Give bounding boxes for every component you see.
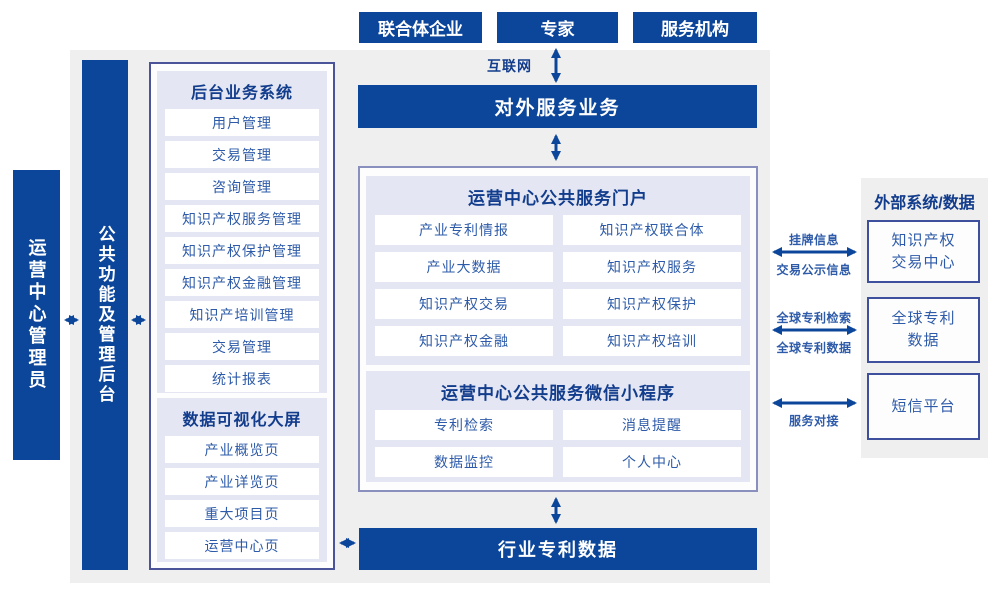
list-item: 用户管理 — [165, 109, 319, 136]
list-item: 产业专利情报 — [375, 215, 553, 245]
portal-title: 运营中心公共服务门户 — [468, 189, 648, 208]
external-system-sms-platform: 短信平台 — [867, 373, 980, 440]
list-item: 产业概览页 — [165, 436, 319, 463]
external-service-bar: 对外服务业务 — [358, 85, 757, 128]
list-item: 交易管理 — [165, 333, 319, 360]
backend-system-items: 用户管理 交易管理 咨询管理 知识产权服务管理 知识产权保护管理 知识产权金融管… — [157, 109, 327, 392]
external-service-bar-label: 对外服务业务 — [494, 98, 621, 119]
public-function-backend-label: 公共功能及管理后台 — [95, 225, 115, 405]
list-item: 运营中心页 — [165, 532, 319, 559]
list-item: 知识产权培训 — [563, 326, 741, 356]
list-item: 知识产权保护管理 — [165, 237, 319, 264]
list-item: 重大项目页 — [165, 500, 319, 527]
data-visualization-panel: 数据可视化大屏 产业概览页 产业详览页 重大项目页 运营中心页 — [157, 398, 327, 562]
list-item: 知识产权交易 — [375, 289, 553, 319]
backend-system-title: 后台业务系统 — [190, 85, 293, 102]
industry-patent-data-bar: 行业专利数据 — [359, 528, 757, 570]
external-system-ip-trading-center: 知识产权 交易中心 — [867, 220, 980, 283]
link-label-trade-publicity-info: 交易公示信息 — [776, 263, 852, 277]
list-item: 产业详览页 — [165, 468, 319, 495]
link-label-listing-info: 挂牌信息 — [788, 233, 839, 247]
operation-center-admin-label: 运营中心管理员 — [26, 238, 47, 392]
list-item: 知识产权金融 — [375, 326, 553, 356]
backend-system-panel: 后台业务系统 用户管理 交易管理 咨询管理 知识产权服务管理 知识产权保护管理 … — [157, 71, 327, 393]
actor-box-consortium-enterprise: 联合体企业 — [359, 12, 482, 43]
list-item: 知识产权保护 — [563, 289, 741, 319]
wechat-miniprogram-panel: 运营中心公共服务微信小程序 专利检索 消息提醒 数据监控 个人中心 — [366, 371, 750, 482]
list-item: 知识产权金融管理 — [165, 269, 319, 296]
industry-patent-data-label: 行业专利数据 — [498, 540, 618, 560]
operation-center-admin-bar: 运营中心管理员 — [13, 170, 60, 460]
external-systems-panel: 外部系统/数据 知识产权 交易中心 全球专利 数据 短信平台 — [861, 178, 988, 458]
actor-label: 专家 — [540, 20, 575, 39]
list-item: 交易管理 — [165, 141, 319, 168]
public-service-portal-panel: 运营中心公共服务门户 产业专利情报 知识产权联合体 产业大数据 知识产权服务 知… — [366, 176, 750, 365]
list-item: 数据监控 — [375, 447, 553, 477]
list-item: 专利检索 — [375, 410, 553, 440]
portal-items: 产业专利情报 知识产权联合体 产业大数据 知识产权服务 知识产权交易 知识产权保… — [366, 215, 750, 356]
actor-label: 服务机构 — [661, 20, 729, 39]
link-label-global-patent-search: 全球专利检索 — [776, 311, 852, 325]
list-item: 知识产权联合体 — [563, 215, 741, 245]
link-label-service-docking: 服务对接 — [788, 414, 839, 428]
list-item: 消息提醒 — [563, 410, 741, 440]
external-systems-title: 外部系统/数据 — [874, 195, 975, 212]
actor-label: 联合体企业 — [378, 20, 463, 39]
miniprogram-title: 运营中心公共服务微信小程序 — [441, 384, 675, 403]
internet-label: 互联网 — [487, 58, 532, 74]
public-function-backend-bar: 公共功能及管理后台 — [82, 60, 128, 570]
miniprogram-items: 专利检索 消息提醒 数据监控 个人中心 — [366, 410, 750, 477]
list-item: 个人中心 — [563, 447, 741, 477]
list-item: 知识产权服务 — [563, 252, 741, 282]
list-item: 知识产培训管理 — [165, 301, 319, 328]
actor-box-expert: 专家 — [497, 12, 618, 43]
data-visualization-title: 数据可视化大屏 — [182, 412, 302, 429]
list-item: 知识产权服务管理 — [165, 205, 319, 232]
external-system-global-patent-data: 全球专利 数据 — [867, 297, 980, 363]
list-item: 产业大数据 — [375, 252, 553, 282]
list-item: 咨询管理 — [165, 173, 319, 200]
link-label-global-patent-data: 全球专利数据 — [776, 341, 852, 355]
actor-box-service-agency: 服务机构 — [633, 12, 757, 43]
data-visualization-items: 产业概览页 产业详览页 重大项目页 运营中心页 — [157, 436, 327, 559]
list-item: 统计报表 — [165, 365, 319, 392]
